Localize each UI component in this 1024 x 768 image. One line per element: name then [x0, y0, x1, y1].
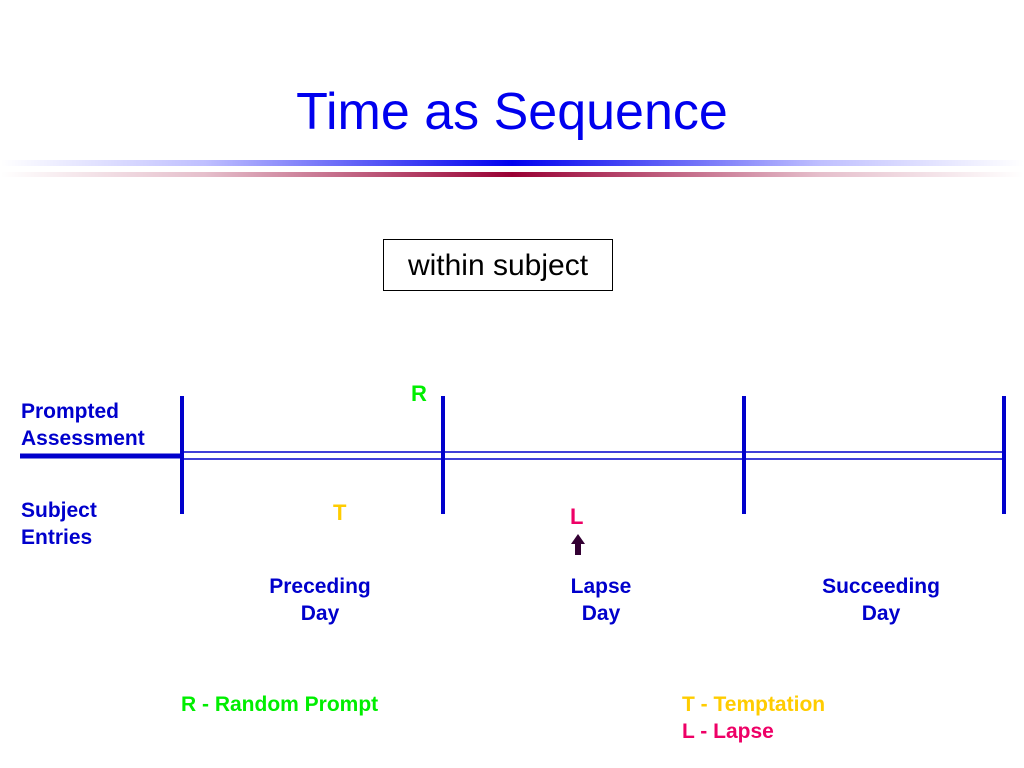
succeeding-day-line2: Day	[861, 602, 901, 625]
subject-entries-label: Subject Entries	[21, 497, 97, 551]
within-subject-box: within subject	[383, 239, 613, 291]
lapse-arrow-icon	[571, 534, 585, 555]
legend-temptation: T - Temptation	[682, 693, 826, 716]
title-underline-blue	[0, 160, 1024, 166]
succeeding-day-line1: Succeeding	[822, 575, 940, 598]
preceding-day-line2: Day	[300, 602, 340, 625]
legend-lapse: L - Lapse	[682, 720, 774, 743]
temptation-marker: T	[333, 500, 347, 525]
legend-random-prompt: R - Random Prompt	[181, 693, 379, 716]
preceding-day-line1: Preceding	[269, 575, 371, 598]
lapse-day-line2: Day	[581, 602, 621, 625]
random-prompt-marker: R	[411, 381, 427, 406]
lapse-day-line1: Lapse	[570, 575, 632, 598]
prompted-assessment-label: Prompted Assessment	[21, 398, 145, 452]
lapse-day-label: Lapse Day	[541, 573, 661, 627]
prompted-label-line1: Prompted	[21, 400, 120, 423]
slide-title: Time as Sequence	[296, 83, 728, 141]
subject-label-line2: Entries	[21, 526, 93, 549]
subject-label-line1: Subject	[21, 499, 97, 522]
succeeding-day-label: Succeeding Day	[801, 573, 961, 627]
prompted-label-line2: Assessment	[21, 427, 145, 450]
preceding-day-label: Preceding Day	[240, 573, 400, 627]
title-underline-red	[0, 172, 1024, 177]
lapse-marker: L	[570, 504, 584, 529]
